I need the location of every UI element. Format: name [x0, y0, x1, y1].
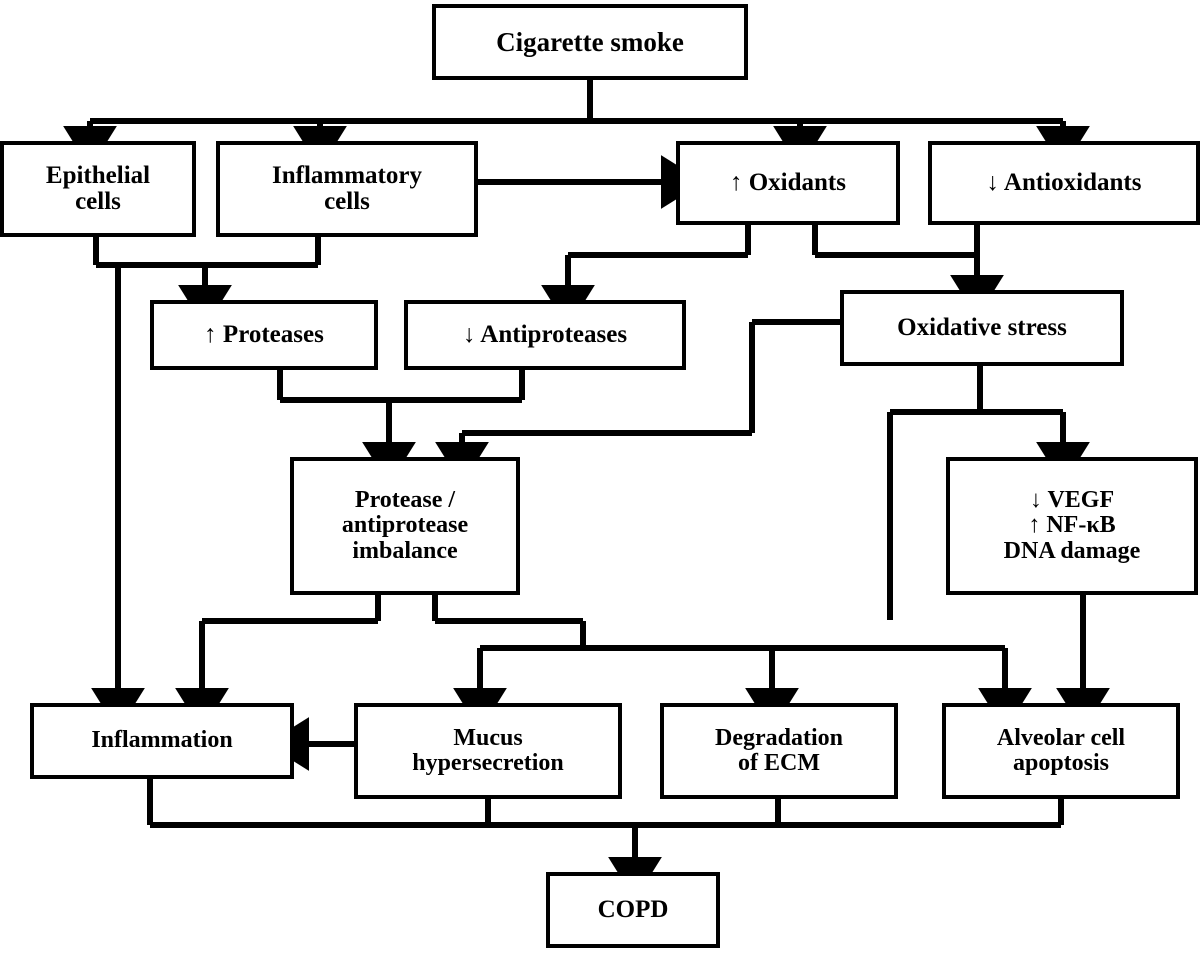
node-label: ↓ Antiproteases — [462, 320, 628, 348]
node-oxidants[interactable]: ↑ Oxidants — [676, 141, 900, 225]
node-epithelial-cells[interactable]: Epithelial cells — [0, 141, 196, 237]
node-label: Epithelial cells — [45, 161, 151, 215]
node-antiproteases[interactable]: ↓ Antiproteases — [404, 300, 686, 370]
node-label: Inflammatory cells — [272, 161, 422, 215]
node-mucus-hypersecretion[interactable]: Mucus hypersecretion — [354, 703, 622, 799]
node-copd[interactable]: COPD — [546, 872, 720, 948]
node-label: ↓ VEGF ↑ NF-κB DNA damage — [1003, 486, 1141, 564]
node-oxidative-stress[interactable]: Oxidative stress — [840, 290, 1124, 366]
node-label: COPD — [597, 895, 669, 923]
node-label: Inflammation — [91, 727, 233, 754]
node-label: Alveolar cell apoptosis — [996, 724, 1126, 776]
node-inflammatory-cells[interactable]: Inflammatory cells — [216, 141, 478, 237]
node-label: ↓ Antioxidants — [986, 168, 1142, 196]
node-label: Mucus hypersecretion — [412, 724, 564, 776]
node-inflammation[interactable]: Inflammation — [30, 703, 294, 779]
node-vegf-nfkb-dna[interactable]: ↓ VEGF ↑ NF-κB DNA damage — [946, 457, 1198, 595]
node-alveolar-cell-apoptosis[interactable]: Alveolar cell apoptosis — [942, 703, 1180, 799]
node-label: Protease / antiprotease imbalance — [341, 486, 469, 564]
node-cigarette-smoke[interactable]: Cigarette smoke — [432, 4, 748, 80]
node-protease-imbalance[interactable]: Protease / antiprotease imbalance — [290, 457, 520, 595]
node-label: ↑ Proteases — [204, 320, 324, 348]
node-label: ↑ Oxidants — [729, 168, 846, 196]
node-proteases[interactable]: ↑ Proteases — [150, 300, 378, 370]
node-degradation-of-ecm[interactable]: Degradation of ECM — [660, 703, 898, 799]
node-label: Oxidative stress — [897, 313, 1067, 341]
node-label: Cigarette smoke — [496, 26, 684, 57]
node-antioxidants[interactable]: ↓ Antioxidants — [928, 141, 1200, 225]
node-label: Degradation of ECM — [715, 724, 843, 776]
